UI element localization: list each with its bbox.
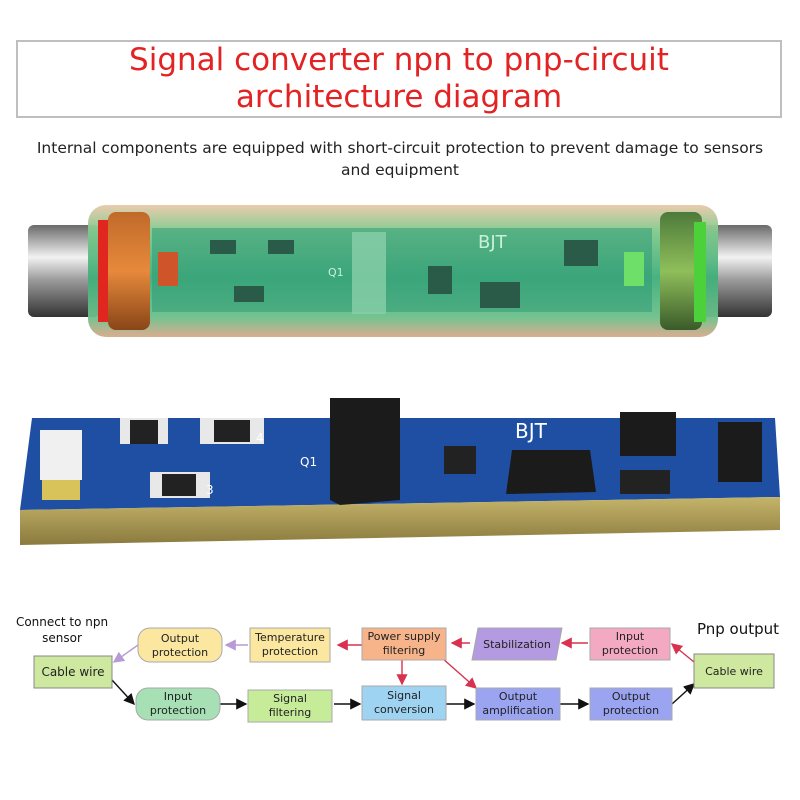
pcb-white-component xyxy=(40,430,82,480)
pcb-transistor xyxy=(506,450,596,494)
node-label: protection xyxy=(602,644,658,657)
node-cable-left: Cable wire xyxy=(33,655,113,689)
node-label: conversion xyxy=(374,703,434,716)
node-label: Cable wire xyxy=(705,665,763,678)
tube-component xyxy=(268,240,294,254)
arrow-output-to-cable xyxy=(112,644,139,663)
node-signal-conversion: Signal conversion xyxy=(361,685,447,721)
pcb-bjt-label: BJT xyxy=(515,419,548,443)
page-title: Signal converter npn to pnp-circuit arch… xyxy=(129,42,669,115)
node-output-protection-right: Output protection xyxy=(589,687,673,721)
node-input-protection-right: Input protection xyxy=(589,627,671,661)
node-label: protection xyxy=(603,704,659,717)
pcb-pad xyxy=(42,480,80,500)
left-ring xyxy=(108,212,150,330)
node-power-supply-filtering: Power supply filtering xyxy=(361,627,447,661)
node-label: Input xyxy=(164,690,193,703)
pcb-label-4: 4 xyxy=(256,431,264,445)
npn-caption-line2: sensor xyxy=(42,631,82,645)
node-label: filtering xyxy=(269,706,312,719)
node-label: amplification xyxy=(482,704,553,717)
node-label: Signal xyxy=(387,689,421,702)
pcb-ic-package xyxy=(330,398,400,505)
pcb-label-3: 3 xyxy=(206,483,214,497)
node-label: protection xyxy=(262,645,318,658)
block-flow-diagram: Connect to npn sensor Pnp output Output … xyxy=(16,615,779,723)
node-label: protection xyxy=(150,704,206,717)
node-label: Stabilization xyxy=(483,638,551,651)
tube-component xyxy=(480,282,520,308)
tube-q1-label: Q1 xyxy=(328,266,344,279)
node-label: Output xyxy=(499,690,538,703)
pnp-caption: Pnp output xyxy=(697,620,779,638)
tube-component xyxy=(210,240,236,254)
right-ring xyxy=(660,212,702,330)
pcb-chip xyxy=(214,420,250,442)
node-label: Power supply xyxy=(368,630,441,643)
tube-led-green xyxy=(624,252,644,286)
node-cable-right: Cable wire xyxy=(693,653,775,689)
node-label: Output xyxy=(612,690,651,703)
tube-component xyxy=(428,266,452,294)
pcb-chip xyxy=(130,420,158,444)
node-label: Cable wire xyxy=(41,665,104,679)
node-label: Temperature xyxy=(254,631,325,644)
tube-component xyxy=(564,240,598,266)
arrow-cable-to-input-protection-left xyxy=(111,679,135,706)
pcb-illustration: 4 3 Q1 BJT xyxy=(20,398,780,545)
flow-connectors xyxy=(111,637,696,710)
pcb-q1-label: Q1 xyxy=(300,455,317,469)
node-label: Output xyxy=(161,632,200,645)
pcb-diode xyxy=(718,422,762,482)
pcb-edge xyxy=(20,497,780,545)
tube-ic xyxy=(352,232,386,314)
arrow-power-to-output-amplification xyxy=(441,657,478,689)
pcb-chip xyxy=(620,470,670,494)
title-box: Signal converter npn to pnp-circuit arch… xyxy=(16,40,782,118)
npn-caption-line1: Connect to npn xyxy=(16,615,108,629)
arrow-cable-to-input-protection xyxy=(670,643,695,663)
right-green-band xyxy=(694,222,706,322)
node-input-protection-left: Input protection xyxy=(135,687,221,721)
pcb-bjt-chip xyxy=(620,412,676,456)
product-illustration: BJT Q1 4 3 Q1 BJT xyxy=(20,205,780,545)
node-label: filtering xyxy=(383,644,426,657)
arrow-output-protection-to-cable xyxy=(671,683,696,705)
node-temperature-protection: Temperature protection xyxy=(249,627,331,663)
pcb-chip xyxy=(444,446,476,474)
node-stabilization: Stabilization xyxy=(471,627,563,661)
node-signal-filtering: Signal filtering xyxy=(247,689,333,723)
sleeve-illustration: BJT Q1 xyxy=(28,205,772,337)
node-label: Input xyxy=(616,630,645,643)
page-subtitle: Internal components are equipped with sh… xyxy=(36,139,764,179)
node-label: protection xyxy=(152,646,208,659)
node-output-amplification: Output amplification xyxy=(475,687,561,721)
node-output-protection-left: Output protection xyxy=(137,627,223,663)
tube-led-red xyxy=(158,252,178,286)
tube-bjt-label: BJT xyxy=(478,232,508,253)
node-label: Signal xyxy=(273,692,307,705)
left-metal-cap xyxy=(28,225,100,317)
pcb-chip xyxy=(162,474,196,496)
tube-component xyxy=(234,286,264,302)
